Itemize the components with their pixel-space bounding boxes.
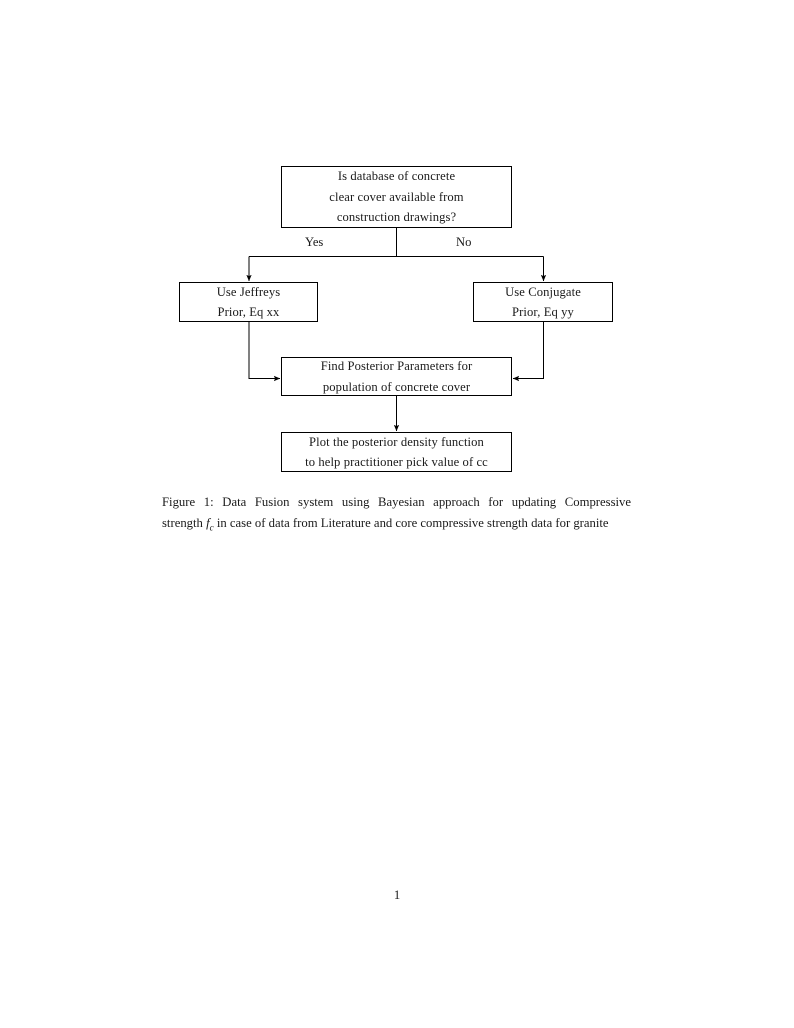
figure-container: Is database of concrete clear cover avai… <box>0 0 794 490</box>
edge-conjugate-to-posterior <box>512 322 544 382</box>
flowchart-node-plot-density: Plot the posterior density function to h… <box>281 432 512 472</box>
node-jeffreys-line-2: Prior, Eq xx <box>217 305 280 319</box>
figure-caption: Figure 1: Data Fusion system using Bayes… <box>162 492 631 535</box>
node-posterior-line-1: Find Posterior Parameters for <box>320 359 473 374</box>
edge-label-no: No <box>456 235 472 249</box>
node-conjugate-line-1: Use Conjugate <box>505 284 581 299</box>
node-conjugate-line-2: Prior, Eq yy <box>512 305 574 319</box>
page-number: 1 <box>393 888 401 902</box>
caption-label: Figure 1: <box>162 495 214 509</box>
node-posterior-line-2: population of concrete cover <box>322 379 471 394</box>
caption-math-fc: fc <box>206 515 214 533</box>
flowchart-node-posterior-parameters: Find Posterior Parameters for population… <box>281 357 512 396</box>
edge-label-yes: Yes <box>305 235 324 249</box>
caption-math-base: f <box>206 515 210 530</box>
flowchart-connectors <box>246 228 547 432</box>
node-question-line-1: Is database of concrete <box>337 169 456 184</box>
caption-text-part-2: in case of data from Literature and core… <box>216 515 609 530</box>
flowchart-node-jeffreys-prior: Use Jeffreys Prior, Eq xx <box>179 282 318 322</box>
edge-jeffreys-to-posterior <box>248 322 281 382</box>
caption-math-subscript: c <box>209 522 214 533</box>
node-question-line-3: construction drawings? <box>336 210 457 225</box>
node-jeffreys-line-1: Use Jeffreys <box>216 284 281 299</box>
flowchart-node-conjugate-prior: Use Conjugate Prior, Eq yy <box>473 282 613 322</box>
node-plot-line-2: to help practitioner pick value of cc <box>305 455 488 469</box>
node-question-line-2: clear cover available from <box>329 189 464 204</box>
flowchart-node-question: Is database of concrete clear cover avai… <box>281 166 512 228</box>
caption-text-part-1: Data Fusion system using Bayesian approa… <box>162 495 632 530</box>
node-plot-line-1: Plot the posterior density function <box>309 434 484 449</box>
